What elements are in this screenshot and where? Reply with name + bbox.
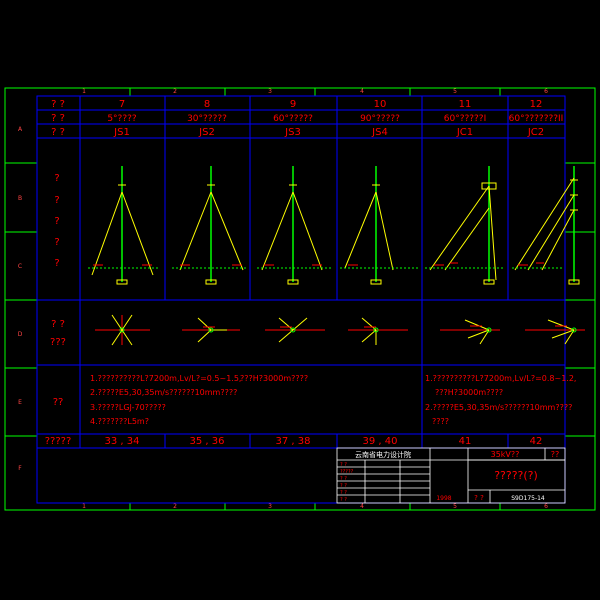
code-cell: JS3 [284, 127, 301, 138]
note-line: 2.?????E5,30,35m/s??????10mm???? [90, 388, 237, 397]
table-header: ? ? ? ? ? ? 7 8 9 10 11 12 5°???? 30°???… [51, 99, 563, 138]
plan-label-line: ? ? [51, 319, 65, 330]
date: 1998 [436, 495, 451, 502]
elevation-label-char: ? [54, 216, 59, 227]
plan-js4 [348, 317, 408, 345]
number-cell: 12 [530, 99, 543, 110]
angle-cell: 60°???????II [509, 114, 564, 124]
row-label-number: ? ? [51, 99, 65, 110]
page-cell: 37 , 38 [276, 436, 311, 447]
col-mark: 6 [544, 503, 548, 510]
elevation-jc2 [512, 166, 580, 285]
col-mark: 3 [268, 88, 272, 95]
scale-label: ? ? [474, 494, 484, 502]
angle-cell: 90°????? [360, 114, 400, 124]
col-mark: 2 [173, 503, 177, 510]
sign-label: ? ? [340, 497, 347, 503]
drawing-number: S9D175-14 [511, 495, 545, 502]
table-grid [36, 95, 566, 504]
notes: ?? 1.??????????L?7200m,Lv/L?=0.5~1.5, ??… [53, 374, 577, 426]
plan-jc1 [440, 319, 500, 345]
number-cell: 8 [204, 99, 210, 110]
row-mark: A [18, 126, 23, 133]
notes-label: ?? [53, 397, 64, 408]
note-line: 3.?????LGJ-70????? [90, 403, 166, 412]
row-label-code: ? ? [51, 127, 65, 138]
col-mark: 5 [453, 503, 457, 510]
company-name: 云南省电力设计院 [355, 450, 411, 459]
elevation-js4 [340, 166, 418, 285]
col-mark: 4 [360, 88, 364, 95]
number-cell: 9 [290, 99, 296, 110]
code-cell: JC1 [456, 127, 473, 138]
elevation-label: ? ? ? ? ? [54, 173, 59, 269]
border-marks: 1 2 3 4 5 6 1 2 3 4 5 6 A B C D E F [18, 88, 548, 510]
voltage-label: 35kV?? [491, 450, 520, 459]
note-line: 1.??????????L?7200m,Lv/L?=0.8~1.2, [425, 374, 576, 383]
plan-js3 [265, 317, 325, 343]
note-line: ???H?3000m???? [240, 374, 308, 383]
number-cell: 7 [119, 99, 125, 110]
plan-jc2 [525, 319, 585, 345]
angle-cell: 30°????? [187, 114, 227, 124]
plan-js2 [182, 317, 240, 343]
sign-labels: ? ? ????? ? ? ? ? ? ? ? ? [340, 462, 354, 503]
page-row: ????? 33 , 34 35 , 36 37 , 38 39 , 40 41… [45, 436, 543, 447]
drawing-title: ?????(?) [494, 469, 538, 482]
title-block: 云南省电力设计院 35kV?? ?? ?????(?) ? ? S9D175-1… [336, 447, 566, 504]
sign-label: ????? [340, 469, 354, 475]
col-mark: 3 [268, 503, 272, 510]
row-mark: C [18, 263, 22, 270]
angle-cell: 60°????? [273, 114, 313, 124]
row-mark: F [18, 465, 22, 472]
col-mark: 4 [360, 503, 364, 510]
page-label: ????? [45, 436, 72, 447]
elevation-jc1 [425, 166, 505, 285]
col-mark: 5 [453, 88, 457, 95]
angle-cell: 5°???? [107, 114, 137, 124]
sign-label: ? ? [340, 476, 347, 482]
plan-js1 [95, 314, 150, 346]
sign-label: ? ? [340, 462, 347, 468]
row-mark: B [18, 195, 22, 202]
note-line: ???? [432, 417, 449, 426]
page-cell: 35 , 36 [190, 436, 225, 447]
number-cell: 10 [374, 99, 387, 110]
page-cell: 33 , 34 [105, 436, 140, 447]
elevation-label-char: ? [54, 173, 59, 184]
note-line: 2.?????E5,30,35m/s??????10mm???? [425, 403, 572, 412]
elevation-js2 [172, 166, 248, 285]
page-cell: 39 , 40 [363, 436, 398, 447]
note-line: 1.??????????L?7200m,Lv/L?=0.5~1.5, [90, 374, 241, 383]
col-mark: 6 [544, 88, 548, 95]
sign-label: ? ? [340, 490, 347, 496]
col-mark: 2 [173, 88, 177, 95]
page-cell: 41 [459, 436, 472, 447]
col-mark: 1 [82, 88, 86, 95]
code-cell: JS2 [198, 127, 215, 138]
row-mark: E [18, 399, 22, 406]
row-label-angle: ? ? [51, 113, 65, 124]
page-cell: 42 [530, 436, 543, 447]
sign-label: ? ? [340, 483, 347, 489]
row-mark: D [18, 331, 23, 338]
elevation-label-char: ? [54, 195, 59, 206]
plan-label-line: ??? [50, 337, 66, 348]
col-mark: 1 [82, 503, 86, 510]
elevation-js3 [257, 166, 332, 285]
number-cell: 11 [459, 99, 472, 110]
elevation-label-char: ? [54, 258, 59, 269]
angle-cell: 60°?????I [444, 114, 487, 124]
sheet-number: ?? [551, 450, 560, 459]
note-line: 4.???????L5m? [90, 417, 149, 426]
code-cell: JS4 [371, 127, 388, 138]
code-cell: JC2 [527, 127, 544, 138]
code-cell: JS1 [113, 127, 130, 138]
plan-label: ? ? ??? [50, 319, 66, 348]
note-line: ???H?3000m???? [435, 388, 503, 397]
elevation-label-char: ? [54, 237, 59, 248]
elevation-js1 [88, 166, 160, 285]
outer-frame [4, 87, 596, 511]
